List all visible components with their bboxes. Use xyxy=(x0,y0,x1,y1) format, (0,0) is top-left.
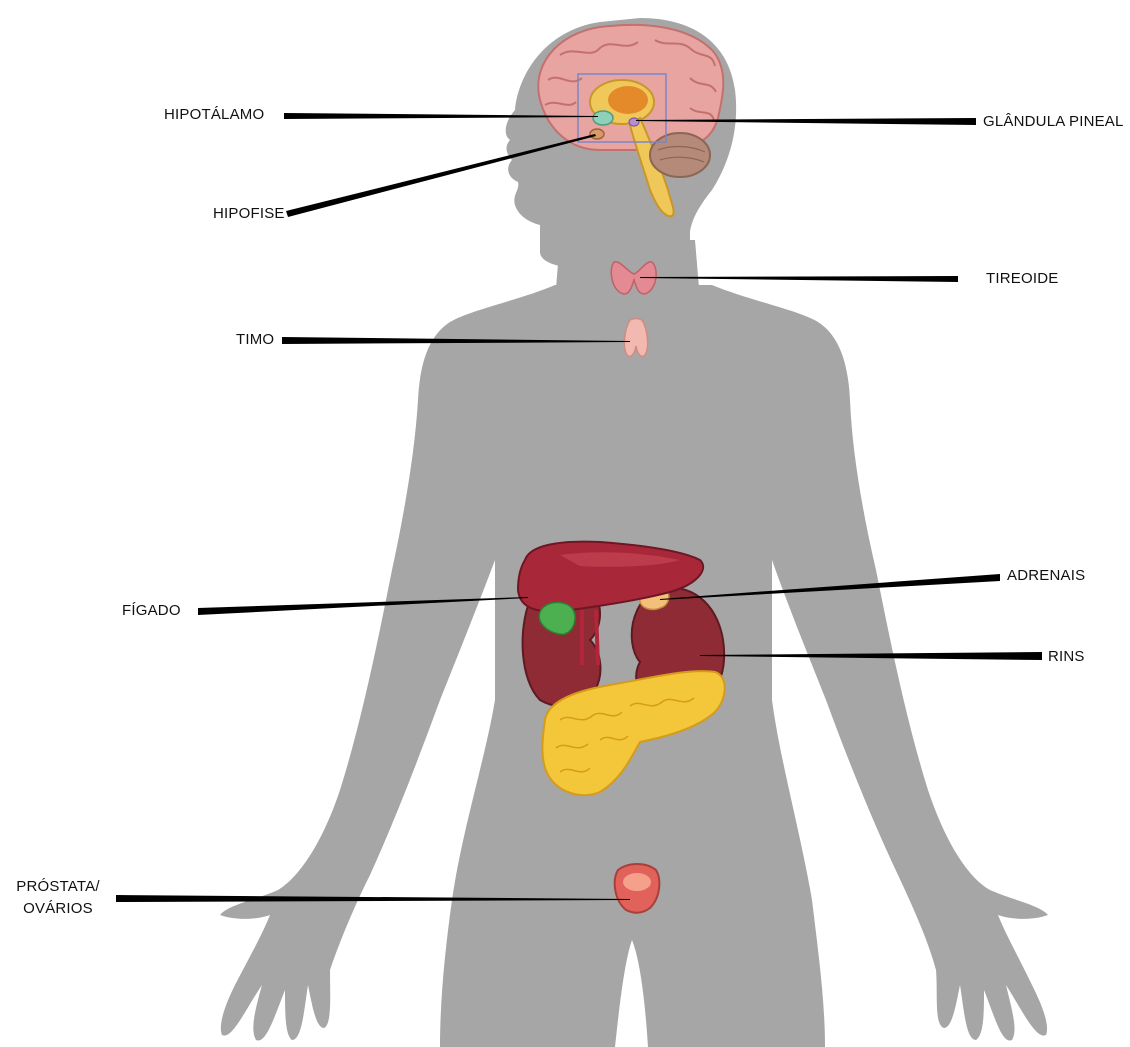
label-glandula-pineal: GLÂNDULA PINEAL xyxy=(983,113,1124,131)
label-adrenais: ADRENAIS xyxy=(1007,567,1085,585)
label-hipofise: HIPOFISE xyxy=(213,205,285,223)
label-rins: RINS xyxy=(1048,648,1085,666)
label-prostata-line2: OVÁRIOS xyxy=(8,898,108,920)
label-hipotalamo: HIPOTÁLAMO xyxy=(164,106,264,124)
label-prostata-line1: PRÓSTATA/ xyxy=(8,876,108,898)
hypothalamus-organ xyxy=(593,111,613,125)
torso-silhouette xyxy=(220,285,1048,1047)
label-tireoide: TIREOIDE xyxy=(986,270,1058,288)
leader-figado xyxy=(198,597,528,615)
prostate-organ xyxy=(615,864,660,913)
pituitary-organ xyxy=(590,129,604,139)
cerebellum xyxy=(650,133,710,177)
label-prostata-ovarios: PRÓSTATA/ OVÁRIOS xyxy=(8,876,108,920)
label-figado: FÍGADO xyxy=(122,602,181,620)
pineal-organ xyxy=(629,118,639,126)
label-timo: TIMO xyxy=(236,331,274,349)
thalamus-core xyxy=(608,86,648,114)
